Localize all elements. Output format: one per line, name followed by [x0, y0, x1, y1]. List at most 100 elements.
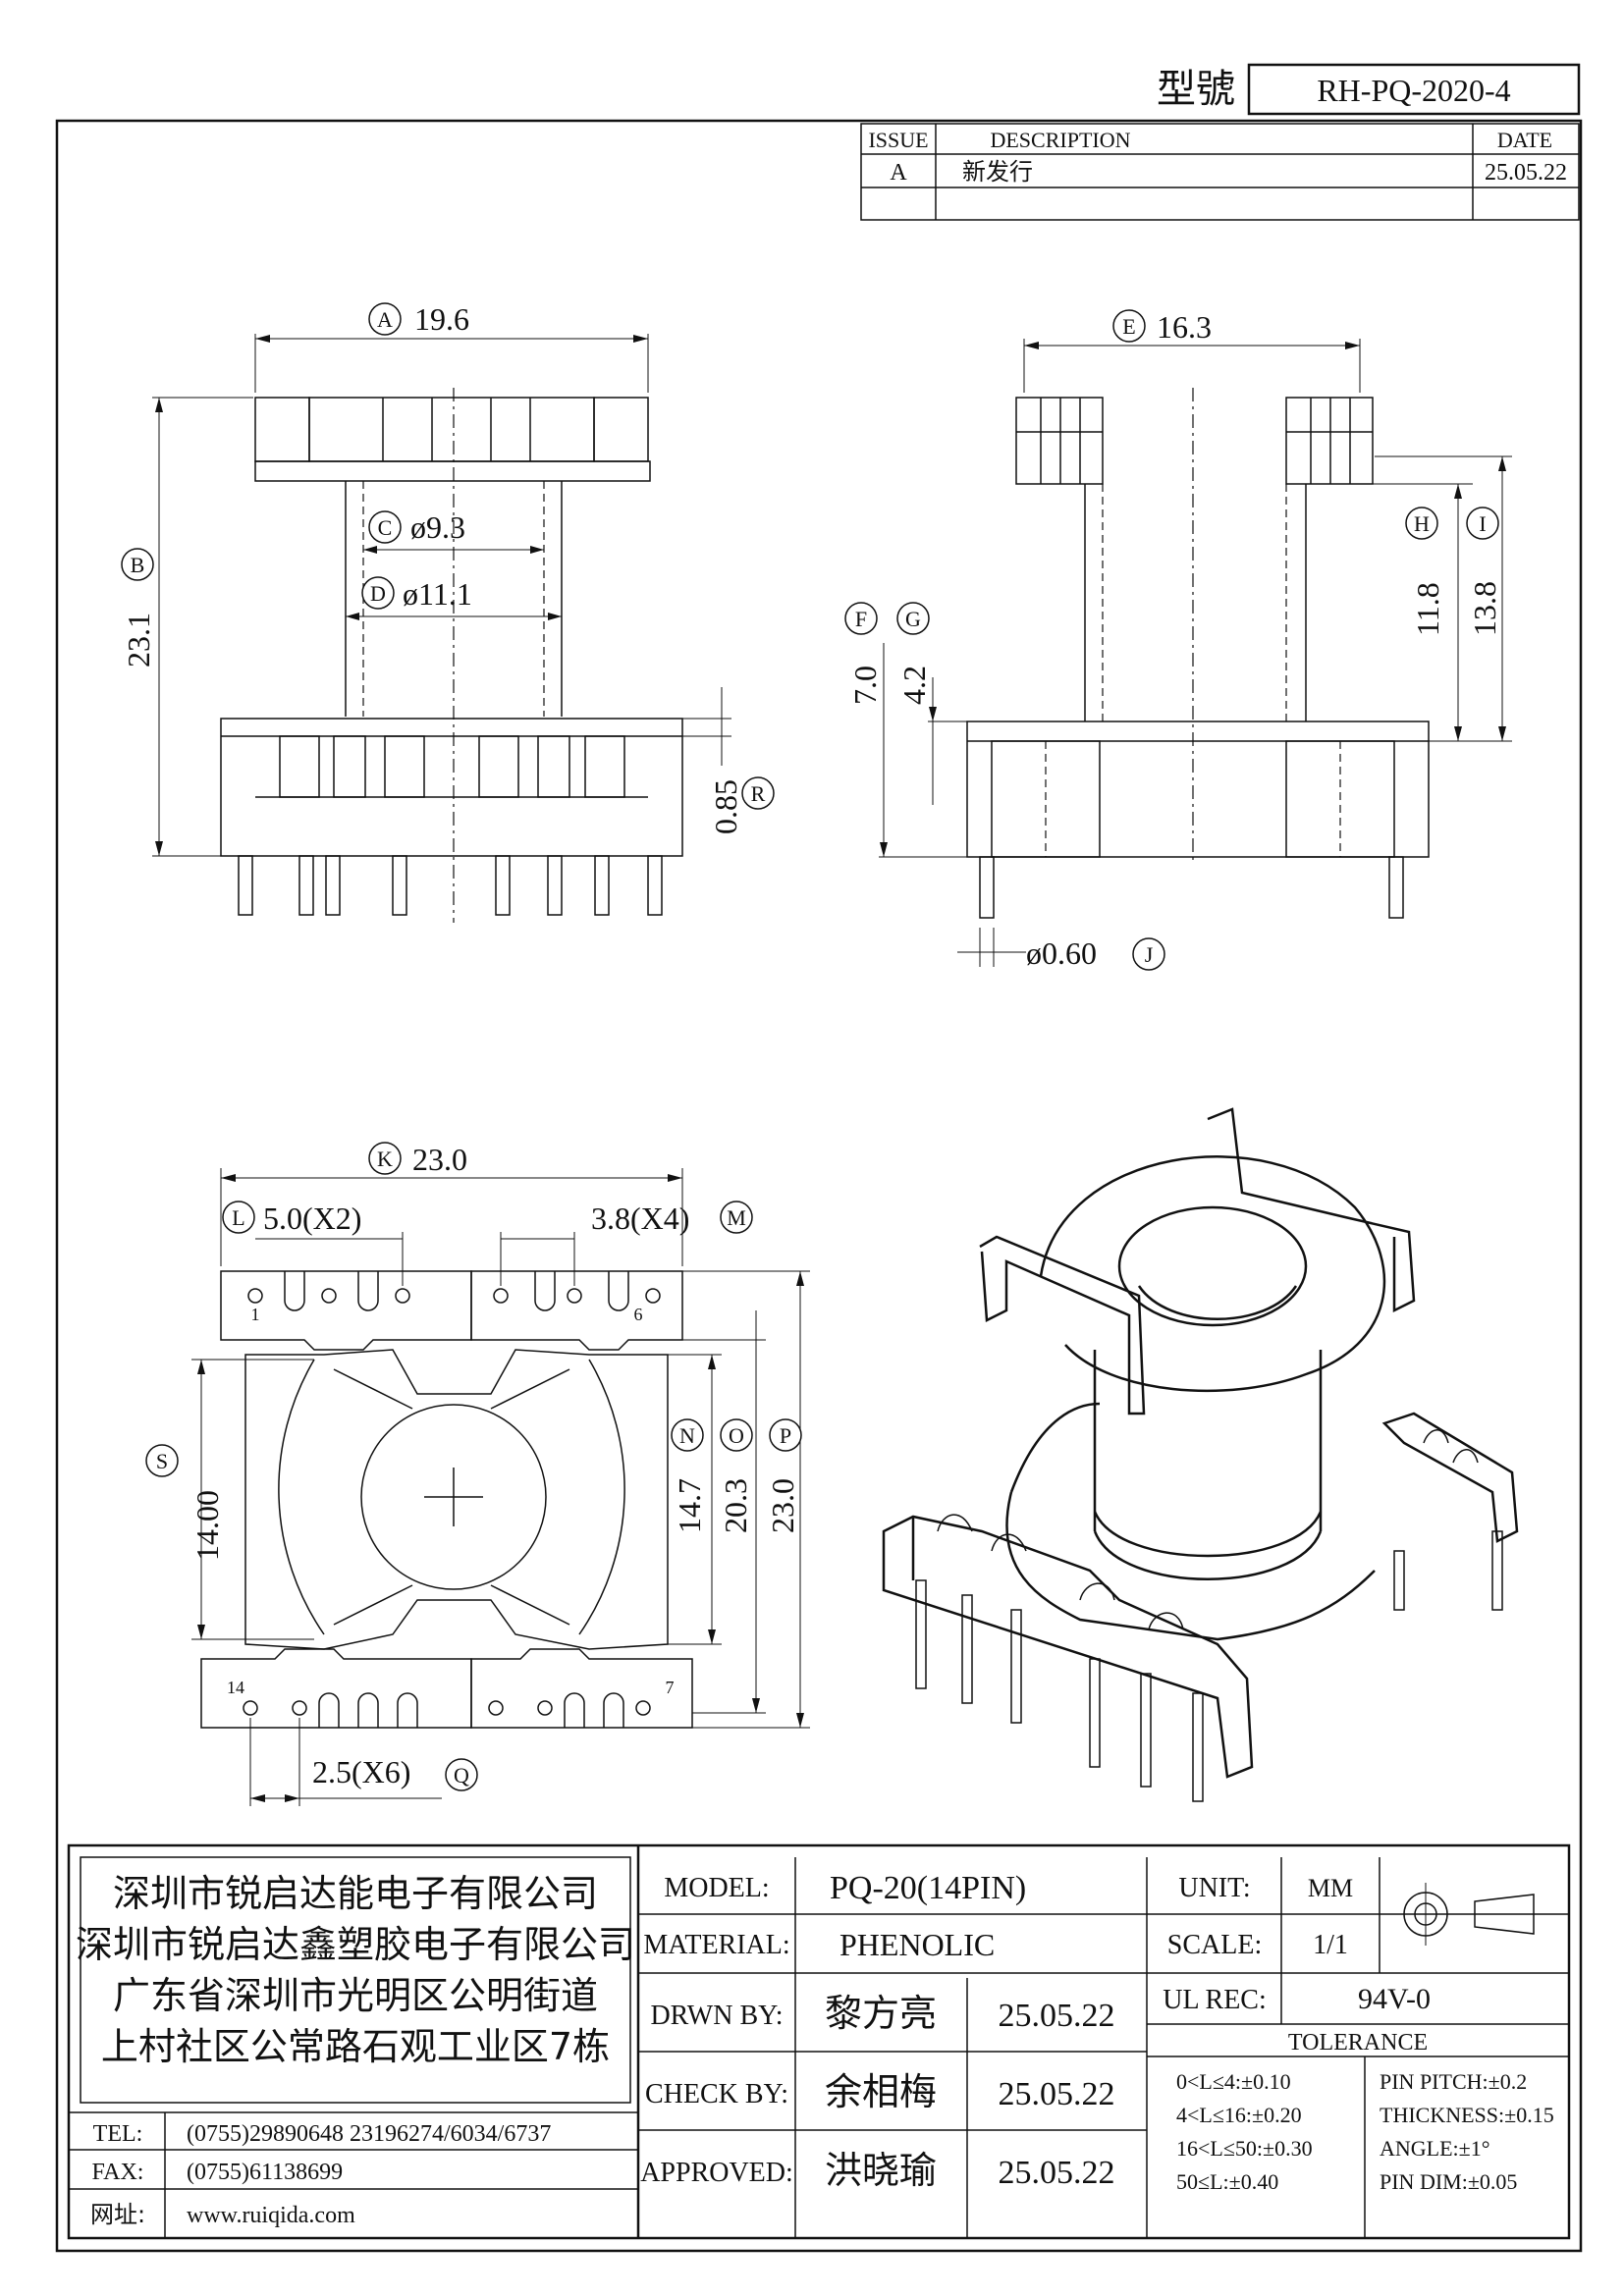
isometric-view — [882, 1107, 1519, 1802]
dim-I-value: 13.8 — [1467, 581, 1502, 636]
scale-value: 1/1 — [1313, 1930, 1348, 1960]
tel-value: (0755)29890648 23196274/6034/6737 — [187, 2121, 551, 2147]
dim-L-letter: L — [232, 1205, 244, 1230]
dim-F-value: 7.0 — [847, 666, 883, 705]
dim-O-letter: O — [729, 1423, 744, 1448]
scale-label: SCALE: — [1167, 1930, 1262, 1960]
col-description: DESCRIPTION — [990, 128, 1130, 152]
tol-left-1: 0<L≤4:±0.10 — [1176, 2069, 1291, 2094]
ul-value: 94V-0 — [1358, 1983, 1431, 2015]
dim-N-value: 14.7 — [672, 1478, 707, 1533]
model-header: 型號 RH-PQ-2020-4 — [1157, 63, 1581, 116]
tolerance-title: TOLERANCE — [1288, 2030, 1428, 2056]
tol-left-3: 16<L≤50:±0.30 — [1176, 2136, 1313, 2161]
dim-E-value: 16.3 — [1157, 309, 1212, 345]
drawn-date: 25.05.22 — [999, 1998, 1115, 2034]
approved-date: 25.05.22 — [999, 2155, 1115, 2191]
dim-R-letter: R — [751, 781, 766, 806]
model-number: RH-PQ-2020-4 — [1317, 73, 1510, 108]
top-view: 1 6 14 7 — [145, 1142, 810, 1806]
pin-6-label: 6 — [634, 1305, 643, 1324]
dim-P-value: 23.0 — [765, 1478, 800, 1533]
dim-C-value: ø9.3 — [410, 509, 465, 545]
dim-B-value: 23.1 — [121, 613, 156, 667]
company-line-2: 深圳市锐启达鑫塑胶电子有限公司 — [76, 1923, 635, 1966]
upper-slots — [247, 1271, 661, 1311]
side-view: E 16.3 F G 7.0 4.2 H I 11.8 13.8 ø0 — [844, 309, 1512, 971]
material-value: PHENOLIC — [839, 1927, 995, 1962]
model-value-tb: PQ-20(14PIN) — [830, 1870, 1026, 1906]
web-label: 网址: — [90, 2201, 145, 2228]
title-block: 深圳市锐启达能电子有限公司 深圳市锐启达鑫塑胶电子有限公司 广东省深圳市光明区公… — [67, 1843, 1571, 2240]
dim-Q-value: 2.5(X6) — [312, 1754, 410, 1789]
company-line-3: 广东省深圳市光明区公明街道 — [113, 1974, 598, 2017]
col-date: DATE — [1497, 128, 1552, 152]
col-issue: ISSUE — [868, 128, 928, 152]
dim-A-letter: A — [377, 307, 393, 332]
tol-right-4: PIN DIM:±0.05 — [1380, 2169, 1517, 2194]
sheet-border — [55, 119, 1583, 2253]
dim-K-letter: K — [377, 1147, 393, 1171]
fax-label: FAX: — [92, 2160, 144, 2185]
dim-A-value: 19.6 — [414, 301, 469, 337]
approved-name: 洪晓瑜 — [825, 2149, 937, 2192]
check-name: 余相梅 — [825, 2070, 937, 2113]
check-label: CHECK BY: — [645, 2079, 788, 2109]
dim-J-letter: J — [1145, 942, 1154, 967]
tol-right-3: ANGLE:±1° — [1380, 2136, 1490, 2161]
rev-description: 新发行 — [962, 158, 1033, 186]
tol-right-1: PIN PITCH:±0.2 — [1380, 2069, 1527, 2094]
company-line-4: 上村社区公常路石观工业区7栋 — [101, 2025, 610, 2068]
dim-I-letter: I — [1479, 511, 1486, 536]
unit-label: UNIT: — [1178, 1873, 1250, 1903]
rev-date: 25.05.22 — [1485, 160, 1567, 186]
dim-M-value: 3.8(X4) — [591, 1201, 689, 1236]
dim-K-value: 23.0 — [412, 1142, 467, 1177]
front-view: A 19.6 B 23.1 C ø9.3 D ø11.1 R 0.85 — [121, 301, 775, 923]
dim-J-value: ø0.60 — [1026, 935, 1097, 971]
iso-pins — [915, 1530, 1503, 1802]
front-pins — [238, 855, 663, 916]
dim-M-letter: M — [727, 1205, 746, 1230]
dim-H-value: 11.8 — [1410, 582, 1445, 636]
dim-E-letter: E — [1122, 314, 1135, 339]
ul-label: UL REC: — [1163, 1985, 1267, 2015]
projection-symbol-icon — [1394, 1883, 1546, 1946]
dim-F-letter: F — [855, 607, 867, 631]
lower-slots — [243, 1692, 651, 1728]
dim-N-letter: N — [679, 1423, 695, 1448]
tol-right-2: THICKNESS:±0.15 — [1380, 2103, 1554, 2127]
dim-O-value: 20.3 — [718, 1478, 753, 1533]
tol-left-4: 50≤L:±0.40 — [1176, 2169, 1278, 2194]
pin-14-label: 14 — [227, 1678, 244, 1697]
pin-1-label: 1 — [251, 1305, 260, 1324]
dim-R-value: 0.85 — [708, 779, 743, 834]
drawn-label: DRWN BY: — [650, 2001, 783, 2031]
dim-C-letter: C — [378, 515, 393, 540]
model-label-tb: MODEL: — [664, 1873, 769, 1903]
check-date: 25.05.22 — [999, 2076, 1115, 2112]
dim-D-value: ø11.1 — [403, 576, 472, 612]
pin-7-label: 7 — [666, 1678, 675, 1697]
dim-Q-letter: Q — [454, 1763, 469, 1788]
dim-L-value: 5.0(X2) — [263, 1201, 361, 1236]
dim-S-value: 14.00 — [189, 1490, 225, 1561]
drawn-name: 黎方亮 — [825, 1992, 937, 2035]
revision-table: ISSUE DESCRIPTION DATE A 新发行 25.05.22 — [860, 123, 1580, 221]
dim-P-letter: P — [780, 1423, 791, 1448]
web-value: www.ruiqida.com — [187, 2203, 355, 2228]
dim-D-letter: D — [370, 581, 386, 606]
dim-H-letter: H — [1414, 511, 1430, 536]
material-label: MATERIAL: — [643, 1930, 789, 1960]
dim-G-value: 4.2 — [896, 666, 932, 705]
approved-label: APPROVED: — [640, 2158, 793, 2188]
company-line-1: 深圳市锐启达能电子有限公司 — [113, 1872, 598, 1915]
dim-G-letter: G — [905, 607, 921, 631]
rev-issue: A — [890, 160, 907, 186]
tel-label: TEL: — [93, 2121, 143, 2147]
tol-left-2: 4<L≤16:±0.20 — [1176, 2103, 1302, 2127]
unit-value: MM — [1308, 1874, 1353, 1902]
dim-S-letter: S — [156, 1449, 168, 1473]
model-label: 型號 — [1157, 67, 1235, 112]
